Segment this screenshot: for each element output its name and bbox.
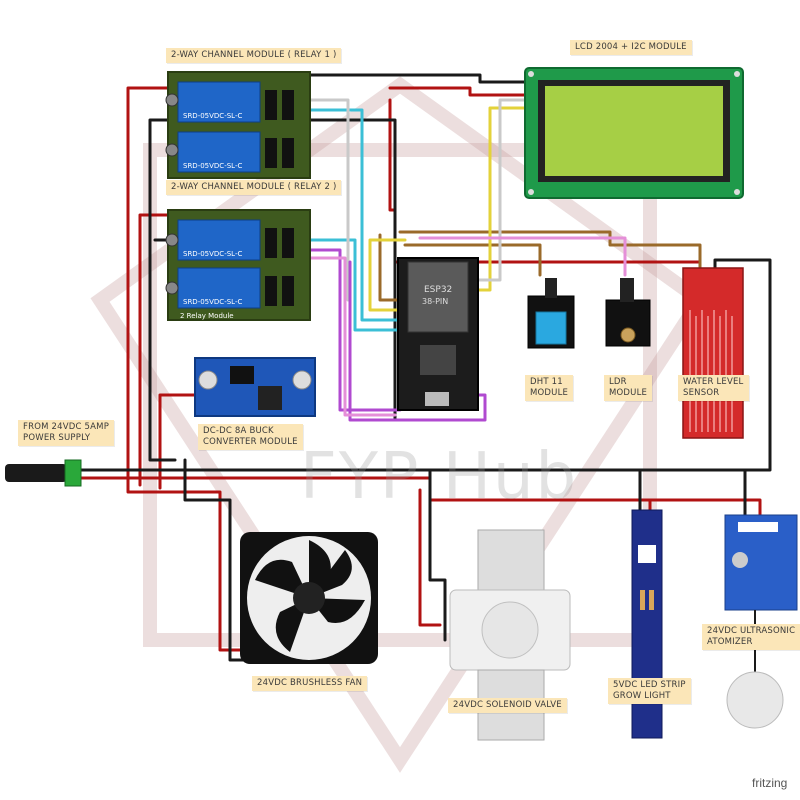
- label-led-strip: 5VDC LED STRIP GROW LIGHT: [608, 678, 691, 704]
- label-valve: 24VDC SOLENOID VALVE: [448, 698, 567, 713]
- wire-red-buck: [158, 393, 197, 490]
- label-atomizer: 24VDC ULTRASONIC ATOMIZER: [702, 624, 800, 650]
- label-dht11: DHT 11 MODULE: [525, 375, 574, 401]
- label-dht-line2: MODULE: [530, 388, 569, 398]
- water-level-sensor: [682, 267, 744, 439]
- relay-coil-2a: [177, 219, 261, 261]
- wire-red-lcd: [388, 86, 527, 97]
- dht11-module: [527, 278, 575, 349]
- relay-part-2b: SRD-05VDC-SL-C: [183, 298, 242, 306]
- wire-purple-2: [348, 260, 487, 422]
- label-relay-1: 2-WAY CHANNEL MODULE ( RELAY 1 ): [166, 48, 342, 63]
- relay-part-1b: SRD-05VDC-SL-C: [183, 162, 242, 170]
- label-atomizer-line2: ATOMIZER: [707, 637, 753, 647]
- label-power-line1: FROM 24VDC 5AMP: [23, 422, 110, 432]
- wire-pink-1: [298, 256, 397, 417]
- label-fan: 24VDC BRUSHLESS FAN: [252, 676, 368, 691]
- power-jack: [5, 459, 82, 487]
- brushless-fan: [240, 532, 378, 664]
- wire-cyan-1: [298, 108, 407, 322]
- label-buck-line2: CONVERTER MODULE: [203, 437, 298, 447]
- wire-black-lcd: [308, 73, 527, 84]
- label-atomizer-line1: 24VDC ULTRASONIC: [707, 626, 796, 636]
- wire-black-main: [78, 258, 772, 472]
- wire-brown-1: [398, 230, 702, 272]
- wire-brown-dht: [403, 243, 542, 277]
- wire-yellow-lcd: [468, 106, 527, 292]
- label-power-supply: FROM 24VDC 5AMP POWER SUPPLY: [18, 420, 115, 446]
- relay-board-text: 2 Relay Module: [180, 312, 234, 320]
- lcd-screen: [545, 86, 723, 176]
- label-led-line2: GROW LIGHT: [613, 691, 671, 701]
- label-ldr: LDR MODULE: [604, 375, 653, 401]
- relay-module-2: SRD-05VDC-SL-C SRD-05VDC-SL-C 2 Relay Mo…: [165, 209, 311, 321]
- wire-red-valve: [418, 488, 442, 627]
- wire-cyan-2: [298, 238, 407, 332]
- wire-brown-2: [378, 233, 402, 302]
- solenoid-valve: [449, 529, 571, 741]
- label-relay-2: 2-WAY CHANNEL MODULE ( RELAY 2 ): [166, 180, 342, 195]
- wire-pink-ldr: [418, 236, 627, 277]
- relay-part-2a: SRD-05VDC-SL-C: [183, 250, 242, 258]
- label-ldr-line1: LDR: [609, 377, 627, 387]
- label-water-line2: SENSOR: [683, 388, 720, 398]
- ultrasonic-atomizer: [724, 514, 798, 729]
- label-ldr-line2: MODULE: [609, 388, 648, 398]
- label-led-line1: 5VDC LED STRIP: [613, 680, 686, 690]
- esp32-board: ESP32 38-PIN: [397, 257, 479, 411]
- wire-black-left: [148, 118, 177, 462]
- label-lcd: LCD 2004 + I2C MODULE: [570, 40, 692, 55]
- wire-grey-1: [298, 98, 350, 302]
- label-power-line2: POWER SUPPLY: [23, 433, 91, 443]
- wire-yellow-2: [368, 238, 407, 312]
- label-buck-converter: DC-DC 8A BUCK CONVERTER MODULE: [198, 424, 303, 450]
- buck-converter: [194, 357, 316, 417]
- esp32-label-2: 38-PIN: [422, 297, 448, 306]
- relay-coil-2b: [177, 267, 261, 309]
- label-buck-line1: DC-DC 8A BUCK: [203, 426, 274, 436]
- ldr-module: [605, 278, 651, 347]
- wire-black-valve: [428, 468, 447, 642]
- wire-grey-2: [468, 98, 527, 282]
- label-dht-line1: DHT 11: [530, 377, 563, 387]
- esp32-label-1: ESP32: [424, 285, 452, 295]
- label-water-level: WATER LEVEL SENSOR: [678, 375, 749, 401]
- watermark-text: FYP Hub: [300, 440, 579, 514]
- relay-module-1: SRD-05VDC-SL-C SRD-05VDC-SL-C: [165, 71, 311, 179]
- wire-purple-1: [298, 248, 402, 412]
- wire-black-fan: [183, 458, 247, 662]
- wires: [78, 73, 772, 662]
- fritzing-brand: fritzing: [752, 776, 788, 790]
- label-water-line1: WATER LEVEL: [683, 377, 744, 387]
- relay-part-1a: SRD-05VDC-SL-C: [183, 112, 242, 120]
- wire-red-relay2: [138, 213, 172, 487]
- wire-red-left-bus: [126, 86, 242, 652]
- lcd-2004-module: [524, 67, 744, 199]
